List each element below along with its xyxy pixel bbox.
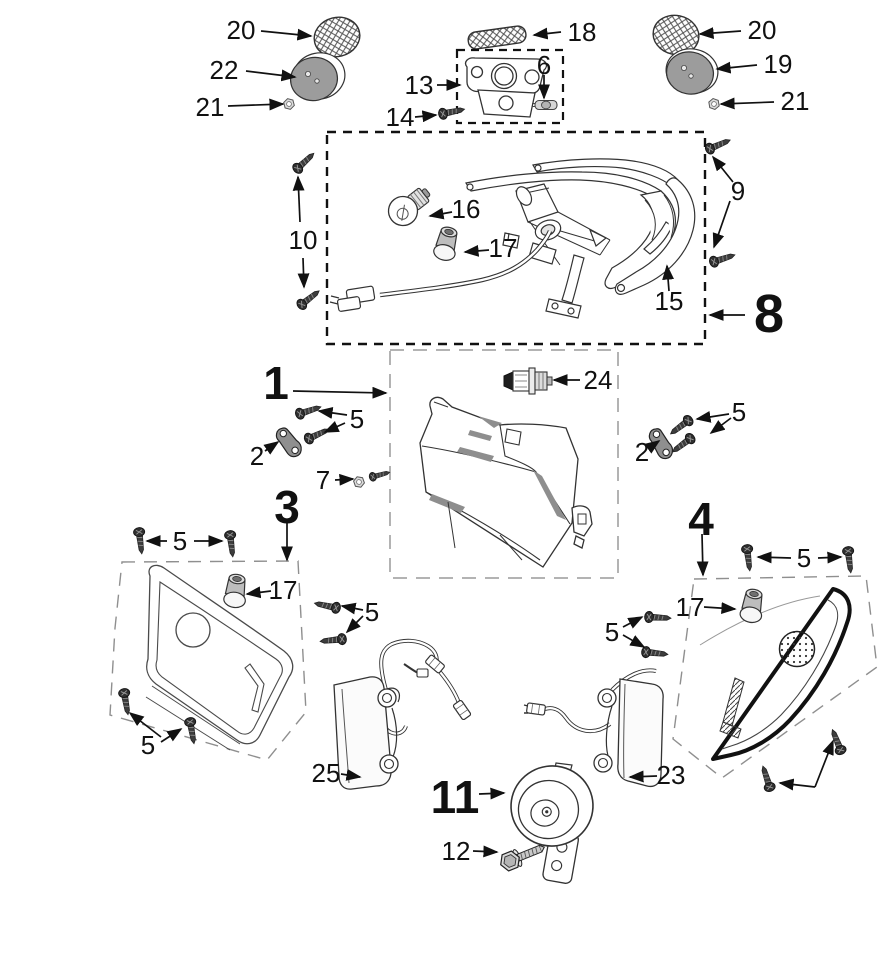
signal25-housing	[333, 676, 392, 790]
assembly-box	[325, 130, 707, 346]
signal-grille-disc-right	[652, 14, 700, 56]
nut-left	[281, 97, 297, 111]
screw-5-center-a	[312, 597, 342, 615]
screw-5-p3-bottom-a	[117, 687, 134, 717]
halogen-bulb	[503, 367, 553, 395]
screw-9-top	[703, 134, 733, 156]
nut-right	[706, 97, 722, 111]
screw-5-p4-top-b	[841, 545, 857, 574]
rear-signal-left	[333, 638, 472, 790]
screw-5-p3-bottom-b	[183, 716, 200, 746]
horn-group	[500, 762, 594, 884]
panel4-outline	[672, 575, 878, 779]
hex-bolt-12	[500, 844, 546, 872]
rubber-boot-panel3	[222, 572, 250, 610]
mount-bracket-left	[275, 427, 302, 458]
nut-7	[352, 475, 366, 489]
screw-5-hl-left-a	[293, 401, 324, 421]
screw-br-a	[757, 763, 777, 794]
rubber-boot-panel4	[738, 587, 767, 625]
screw-7	[367, 467, 392, 483]
screw-5-p4-top-a	[740, 543, 756, 572]
connector-25-b	[452, 699, 472, 721]
screw-9-bottom	[707, 249, 738, 269]
connector-23	[525, 702, 547, 716]
tail-lens	[614, 177, 696, 295]
screw-5-p4-left-b	[640, 645, 669, 661]
screw-5-p3-top-b	[223, 529, 239, 558]
festoon-bulb	[532, 99, 558, 111]
right-panel-group	[640, 543, 878, 794]
screw-10-top	[290, 148, 319, 176]
license-light-box	[455, 48, 565, 125]
panel3-art	[145, 564, 294, 751]
front-left-signal-parts	[281, 16, 361, 111]
license-light-bracket	[464, 57, 548, 118]
tail-light-assembly-group	[325, 130, 707, 346]
screw-5-hl-left-b	[302, 423, 332, 446]
panel4-art	[699, 587, 852, 761]
grille-strip	[467, 25, 527, 50]
signal-grille-disc-left	[313, 16, 361, 58]
screw-5-hl-right-b	[668, 431, 698, 457]
screw-5-center-b	[319, 632, 348, 648]
rubber-boot-box	[431, 224, 462, 264]
speaker-grille	[778, 630, 816, 668]
left-panel-group	[109, 526, 307, 761]
screw-br-b	[826, 727, 848, 757]
rear-signal-right	[523, 668, 664, 788]
signal-lens-disc-left	[289, 52, 346, 102]
headlight-group	[275, 349, 698, 579]
headlight-unit	[419, 396, 593, 568]
license-light-group	[437, 25, 565, 125]
tail-bulb	[387, 187, 431, 227]
signal23-housing	[617, 678, 664, 788]
horn-body	[510, 765, 594, 847]
tail-light-wire	[329, 230, 553, 312]
front-right-signal-parts	[652, 14, 722, 111]
tail-light-frame	[465, 158, 679, 319]
panel3-outline	[109, 560, 307, 761]
screw-10-bottom	[294, 285, 324, 312]
signal-lens-disc-right	[665, 48, 719, 95]
screw-14	[437, 103, 467, 121]
screw-5-p4-left-a	[643, 610, 672, 625]
callout-arrows	[128, 27, 843, 858]
screw-5-p3-top-a	[132, 526, 148, 555]
mount-bracket-right	[648, 428, 674, 460]
